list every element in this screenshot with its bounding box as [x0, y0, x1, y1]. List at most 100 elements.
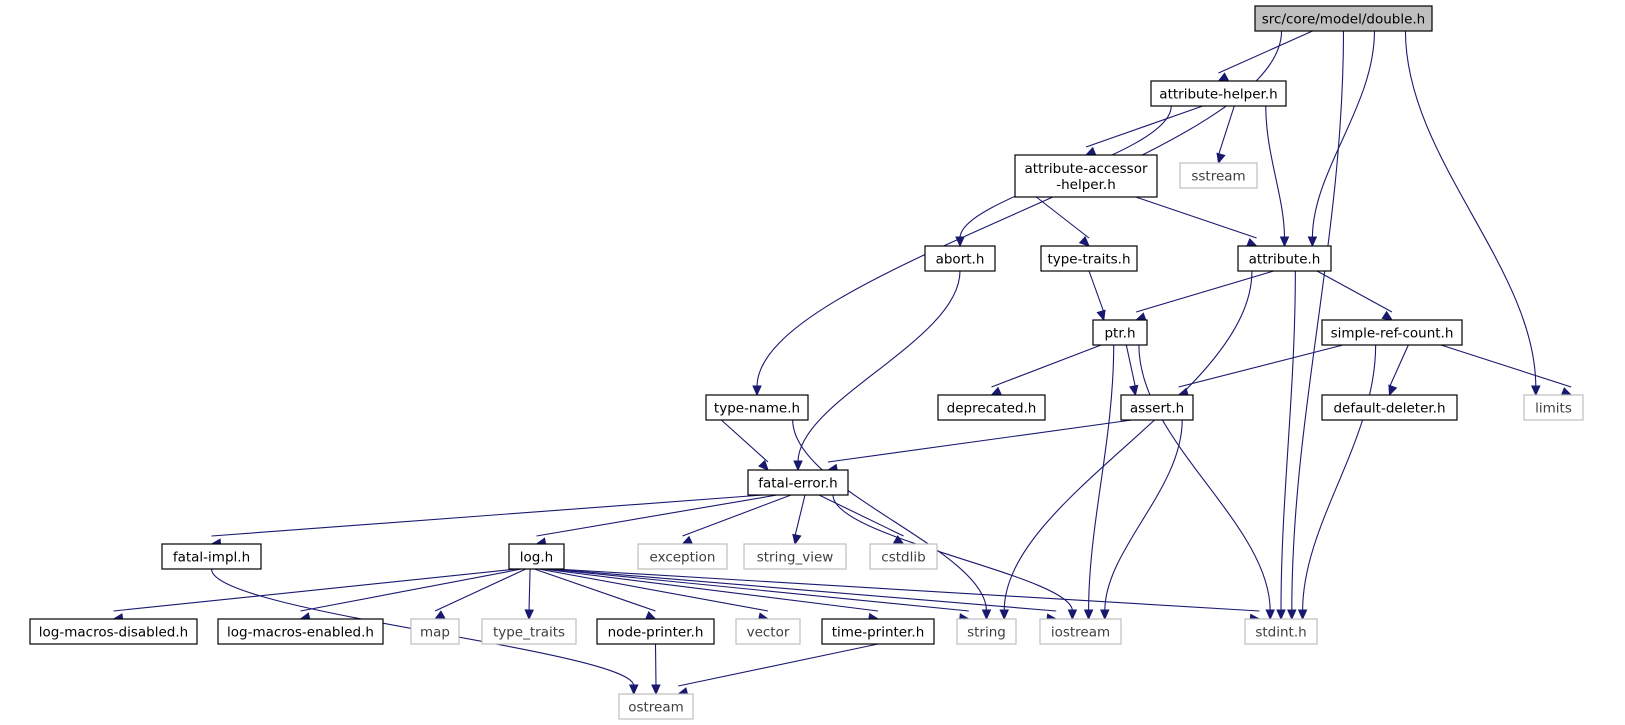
- node-fatal-impl[interactable]: fatal-impl.h: [161, 543, 262, 570]
- edge-ptr-to-iostream: [1083, 344, 1115, 621]
- edge-arrowhead: [1067, 609, 1078, 621]
- node-label: iostream: [1051, 625, 1110, 641]
- node-box: [1321, 319, 1463, 346]
- node-log[interactable]: log.h: [508, 543, 565, 570]
- node-time-printer[interactable]: time-printer.h: [821, 618, 935, 645]
- edge-double-to-stdint: [1287, 30, 1345, 621]
- node-log-macros-disabled[interactable]: log-macros-disabled.h: [29, 618, 198, 645]
- node-deprecated[interactable]: deprecated.h: [937, 394, 1046, 421]
- node-label: log.h: [520, 550, 553, 566]
- node-default-deleter[interactable]: default-deleter.h: [1321, 394, 1458, 421]
- edge-attribute-helper-to-attribute-accessor-helper: [1084, 105, 1203, 156]
- edge-line: [654, 643, 657, 687]
- node-type-name[interactable]: type-name.h: [705, 394, 809, 421]
- edge-line: [1088, 270, 1105, 313]
- edge-line: [547, 568, 969, 612]
- edge-line: [682, 494, 792, 537]
- edge-line: [991, 344, 1102, 388]
- node-box: [747, 469, 849, 496]
- node-box: [869, 543, 938, 570]
- edge-log-to-log-macros-disabled: [112, 568, 518, 623]
- node-box: [481, 618, 577, 645]
- node-label: type_traits: [493, 625, 565, 641]
- node-label: attribute.h: [1249, 252, 1321, 268]
- edge-abort-to-fatal-error: [793, 270, 961, 472]
- edge-arrowhead: [1078, 236, 1090, 247]
- edge-line: [1035, 196, 1090, 239]
- node-log-macros-enabled[interactable]: log-macros-enabled.h: [217, 618, 384, 645]
- node-attribute-accessor-helper[interactable]: attribute-accessor-helper.h: [1014, 154, 1158, 198]
- node-box: [821, 618, 935, 645]
- edge-arrowhead: [1129, 384, 1139, 397]
- edge-arrowhead: [1287, 609, 1297, 621]
- edge-log-to-type_traits: [524, 568, 534, 621]
- edge-double-to-attribute-helper: [1217, 30, 1313, 82]
- edge-arrowhead: [792, 533, 802, 546]
- node-label: log-macros-disabled.h: [39, 625, 188, 641]
- edge-arrowhead: [999, 609, 1009, 621]
- edge-arrowhead: [1388, 384, 1398, 397]
- node-node-printer[interactable]: node-printer.h: [596, 618, 715, 645]
- node-label: abort.h: [936, 252, 985, 268]
- edge-arrowhead: [793, 460, 803, 472]
- node-double[interactable]: src/core/model/double.h: [1254, 5, 1433, 32]
- edge-arrowhead: [1083, 609, 1094, 621]
- node-limits: limits: [1523, 394, 1584, 421]
- nodes-layer: src/core/model/double.h attribute-helper.…: [29, 5, 1584, 720]
- node-label: exception: [650, 550, 716, 566]
- node-sstream: sstream: [1179, 162, 1258, 189]
- node-attribute[interactable]: attribute.h: [1237, 245, 1332, 272]
- node-label: fatal-error.h: [758, 476, 838, 492]
- edge-line: [1302, 344, 1377, 612]
- node-label: ptr.h: [1104, 326, 1135, 342]
- edge-line: [542, 568, 879, 612]
- edge-line: [434, 568, 527, 612]
- node-box: [1039, 618, 1122, 645]
- edge-arrowhead: [1531, 385, 1541, 397]
- edge-simple-ref-count-to-default-deleter: [1388, 344, 1409, 397]
- edge-arrowhead: [1297, 609, 1308, 621]
- node-box: [1150, 80, 1287, 107]
- edge-log-to-time-printer: [542, 568, 880, 623]
- edge-line: [1217, 105, 1235, 156]
- edge-line: [1136, 270, 1274, 313]
- node-abort[interactable]: abort.h: [924, 245, 996, 272]
- node-box: [1179, 162, 1258, 189]
- node-simple-ref-count[interactable]: simple-ref-count.h: [1321, 319, 1463, 346]
- edge-line: [678, 643, 879, 687]
- node-fatal-error[interactable]: fatal-error.h: [747, 469, 849, 496]
- edge-line: [528, 568, 531, 612]
- node-box: [1237, 245, 1332, 272]
- edge-fatal-error-to-fatal-impl: [210, 494, 764, 548]
- edge-arrowhead: [651, 684, 661, 696]
- edge-line: [1135, 196, 1257, 239]
- edge-type-traits-to-ptr: [1088, 270, 1106, 322]
- node-box: [743, 543, 847, 570]
- node-box: [1014, 154, 1158, 198]
- edge-attribute-helper-to-attribute: [1265, 105, 1290, 248]
- node-box: [1321, 394, 1458, 421]
- node-type-traits[interactable]: type-traits.h: [1040, 245, 1138, 272]
- edge-arrowhead: [1560, 387, 1573, 397]
- node-label: time-printer.h: [832, 625, 925, 641]
- node-ptr[interactable]: ptr.h: [1092, 319, 1148, 346]
- edge-line: [1280, 270, 1296, 612]
- node-box: [217, 618, 384, 645]
- node-label: ostream: [628, 700, 684, 716]
- edge-line: [1265, 105, 1286, 239]
- node-label: limits: [1535, 401, 1572, 417]
- node-assert[interactable]: assert.h: [1120, 394, 1194, 421]
- edge-arrowhead: [629, 684, 639, 696]
- edge-arrowhead: [1084, 146, 1097, 156]
- node-label: fatal-impl.h: [173, 550, 250, 566]
- edge-arrowhead: [1265, 609, 1275, 621]
- edge-arrowhead: [1279, 236, 1290, 248]
- node-map: map: [410, 618, 460, 645]
- edge-line: [551, 568, 1057, 612]
- node-attribute-helper[interactable]: attribute-helper.h: [1150, 80, 1287, 107]
- node-stdint: stdint.h: [1244, 618, 1318, 645]
- edge-line: [1218, 30, 1313, 74]
- edge-attribute-to-stdint: [1276, 270, 1296, 621]
- node-type_traits: type_traits: [481, 618, 577, 645]
- edge-line: [1440, 344, 1572, 388]
